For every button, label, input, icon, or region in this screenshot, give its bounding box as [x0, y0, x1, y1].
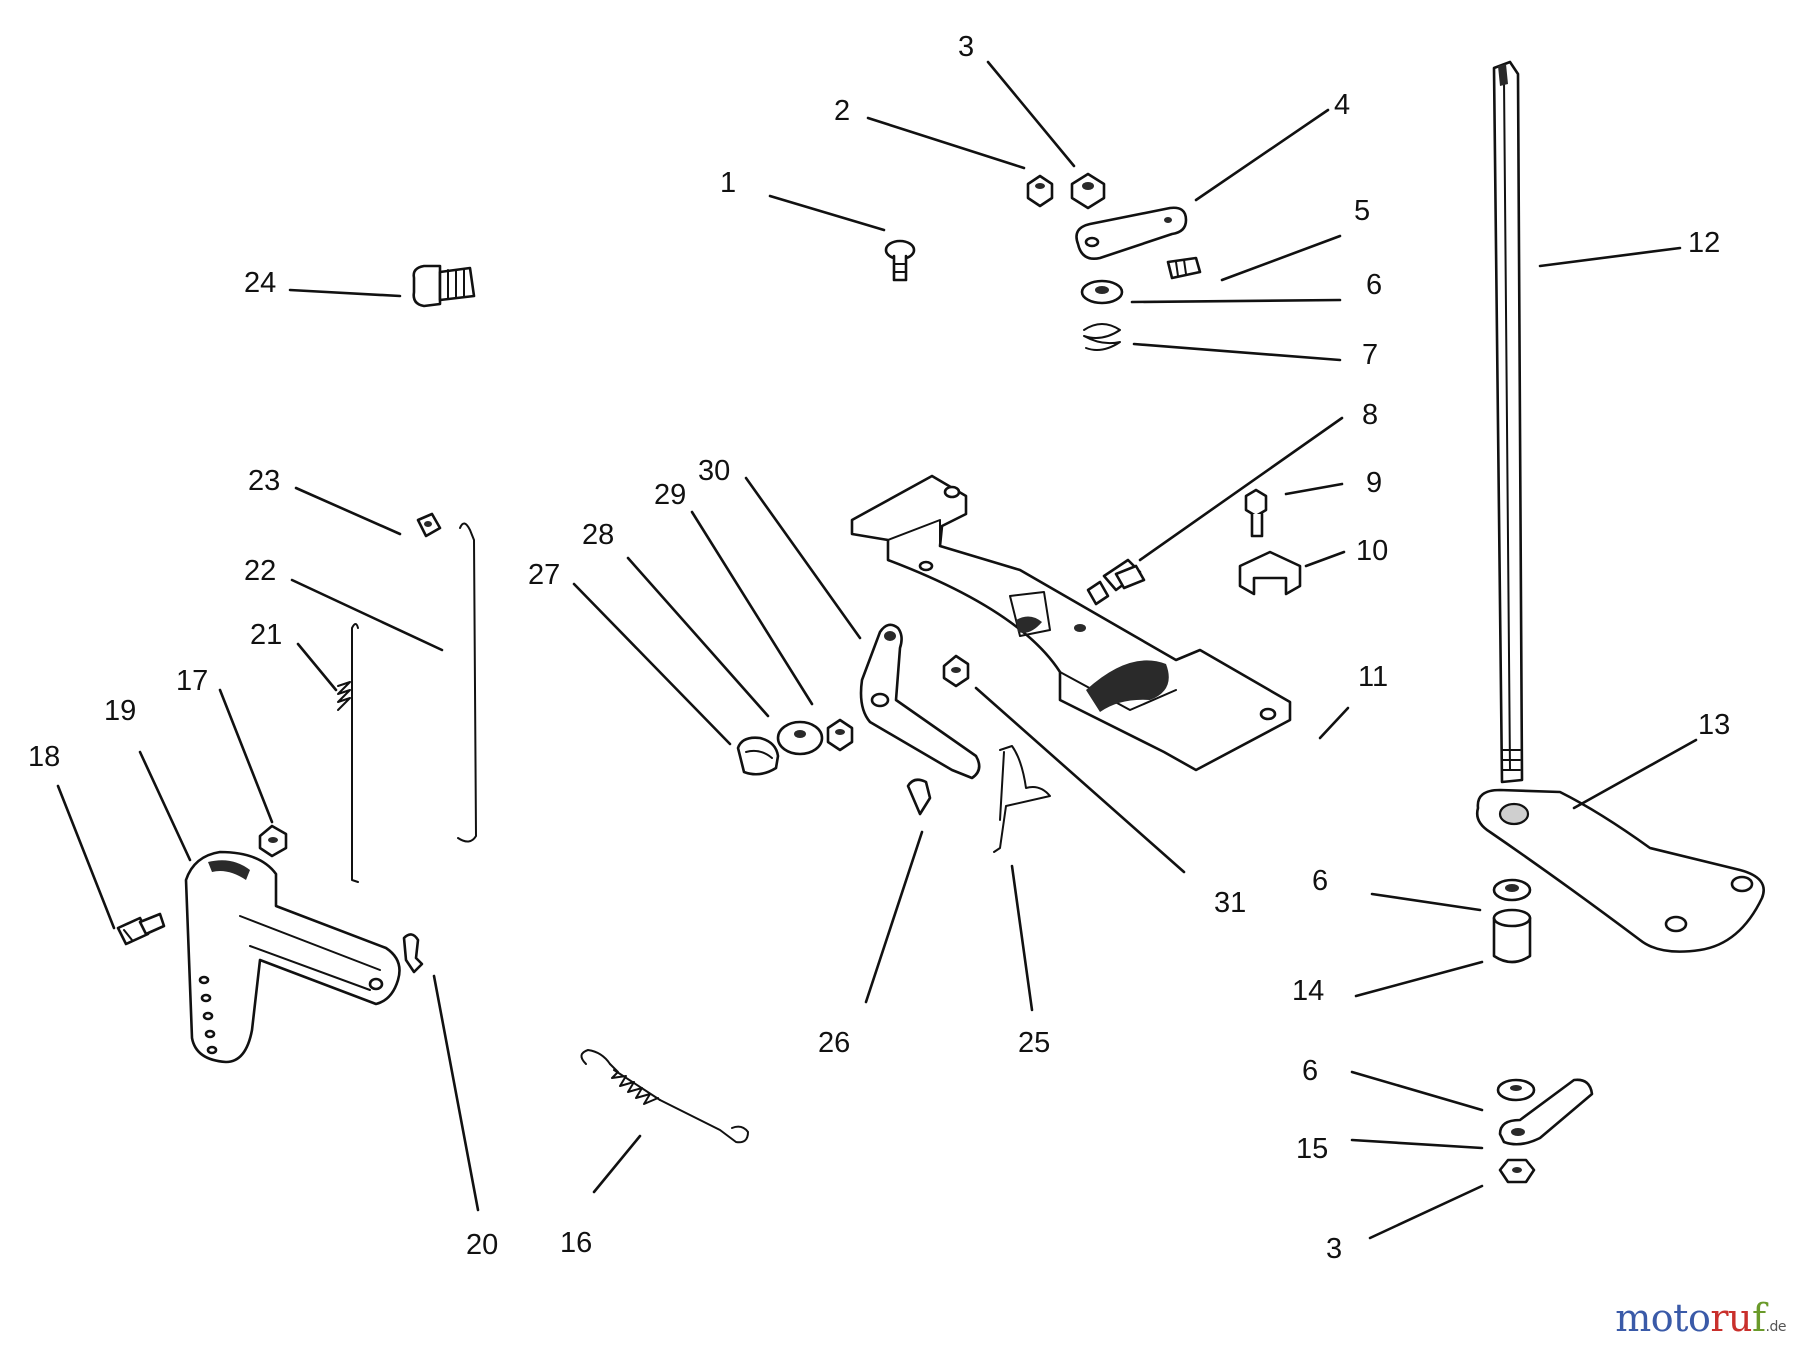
callout-23: 23: [248, 465, 280, 497]
part-shaft: [1492, 60, 1524, 784]
callout-2: 2: [834, 95, 850, 127]
callout-25: 25: [1018, 1027, 1050, 1059]
callout-19: 19: [104, 695, 136, 727]
callout-30: 30: [698, 455, 730, 487]
callout-12: 12: [1688, 227, 1720, 259]
callout-11: 11: [1358, 661, 1388, 693]
callout-27: 27: [528, 559, 560, 591]
leader-lines: [56, 60, 1698, 1240]
part-lever: [859, 623, 981, 780]
callout-10: 10: [1356, 535, 1388, 567]
callout-14: 14: [1292, 975, 1324, 1007]
callout-20: 20: [466, 1229, 498, 1261]
callout-13: 13: [1698, 709, 1730, 741]
callout-1: 1: [720, 167, 736, 199]
part-fitting: [412, 264, 476, 308]
part-lower-stack: [1496, 1078, 1594, 1184]
watermark-part2: ru: [1710, 1296, 1752, 1340]
callout-4: 4: [1334, 89, 1350, 121]
callout-24: 24: [244, 267, 276, 299]
part-left-hardware: [116, 824, 424, 974]
part-l-bracket: [184, 850, 401, 1064]
callout-28: 28: [582, 519, 614, 551]
watermark-logo: motoruf.de: [1615, 1296, 1786, 1340]
callout-16: 16: [560, 1227, 592, 1259]
watermark-part1: moto: [1615, 1296, 1711, 1340]
part-washer-spacer: [1492, 878, 1532, 964]
callout-5: 5: [1354, 195, 1370, 227]
callout-29: 29: [654, 479, 686, 511]
part-rods: [337, 512, 477, 883]
callout-6-mid: 6: [1312, 865, 1328, 897]
callout-22: 22: [244, 555, 276, 587]
callout-8: 8: [1362, 399, 1378, 431]
watermark-part3: f: [1751, 1296, 1766, 1340]
callout-15: 15: [1296, 1133, 1328, 1165]
callout-18: 18: [28, 741, 60, 773]
callout-26: 26: [818, 1027, 850, 1059]
part-plate: [1475, 788, 1765, 953]
part-clip-link: [906, 745, 1051, 853]
part-knob-stack: [736, 718, 854, 776]
part-bracket: [850, 474, 1292, 772]
callout-6-low: 6: [1302, 1055, 1318, 1087]
callout-labels: 1 2 3 4 5 6 7 8 9 10 11 12 13 6 14 6 15 …: [28, 31, 1730, 1265]
part-top-hardware: [884, 172, 1202, 351]
callout-31: 31: [1214, 887, 1246, 919]
callout-17: 17: [176, 665, 208, 697]
callout-21: 21: [250, 619, 282, 651]
callout-3-low: 3: [1326, 1233, 1342, 1265]
callout-7: 7: [1362, 339, 1378, 371]
watermark-suffix: .de: [1765, 1319, 1787, 1335]
callout-6-top: 6: [1366, 269, 1382, 301]
part-nut-31: [942, 654, 970, 688]
part-mid-hardware: [1086, 488, 1302, 606]
callout-3-top: 3: [958, 31, 974, 63]
callout-9: 9: [1366, 467, 1382, 499]
part-spring: [580, 1049, 749, 1144]
